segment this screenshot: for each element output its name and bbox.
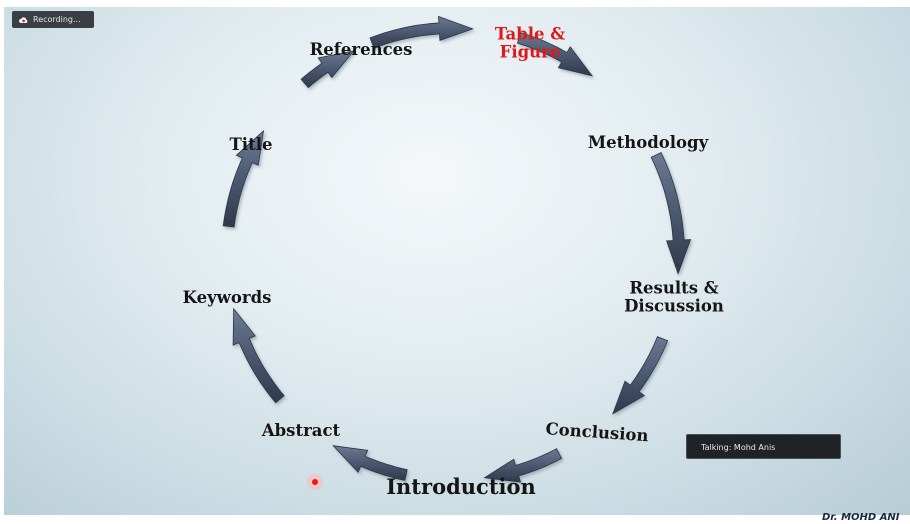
- cycle-label-title: Title: [229, 134, 273, 154]
- cloud-record-icon: [19, 16, 28, 23]
- presentation-slide: References Table & Figure Methodology Re…: [4, 7, 910, 515]
- arrow-abstract-to-keywords: [232, 307, 285, 404]
- arrow-references-to-table: [369, 15, 474, 49]
- talking-label: Talking: Mohd Anis: [701, 443, 776, 452]
- arrow-table-to-methodology: [517, 32, 594, 77]
- cycle-label-table-figure: Table & Figure: [494, 24, 566, 62]
- cycle-label-keywords: Keywords: [182, 287, 272, 307]
- laser-pointer: [309, 476, 321, 488]
- arrow-methodology-to-results: [650, 151, 692, 275]
- talking-indicator: Talking: Mohd Anis: [686, 434, 841, 459]
- recording-label: Recording...: [33, 15, 81, 24]
- cycle-label-methodology: Methodology: [587, 132, 709, 152]
- arrow-keywords-to-title: [222, 129, 265, 228]
- presenter-signature: Dr. MOHD ANI: [822, 512, 900, 523]
- recording-indicator[interactable]: Recording...: [12, 11, 94, 28]
- cycle-label-results-discussion: Results & Discussion: [624, 278, 724, 316]
- arrow-introduction-to-abstract: [332, 445, 408, 481]
- cycle-label-references: References: [309, 39, 413, 59]
- cycle-label-introduction: Introduction: [386, 474, 536, 500]
- arrow-title-to-references: [300, 50, 355, 89]
- cycle-arrows: [222, 15, 692, 483]
- arrow-conclusion-to-introduction: [483, 448, 563, 483]
- arrow-results-to-conclusion: [612, 336, 669, 415]
- cycle-label-abstract: Abstract: [261, 420, 341, 440]
